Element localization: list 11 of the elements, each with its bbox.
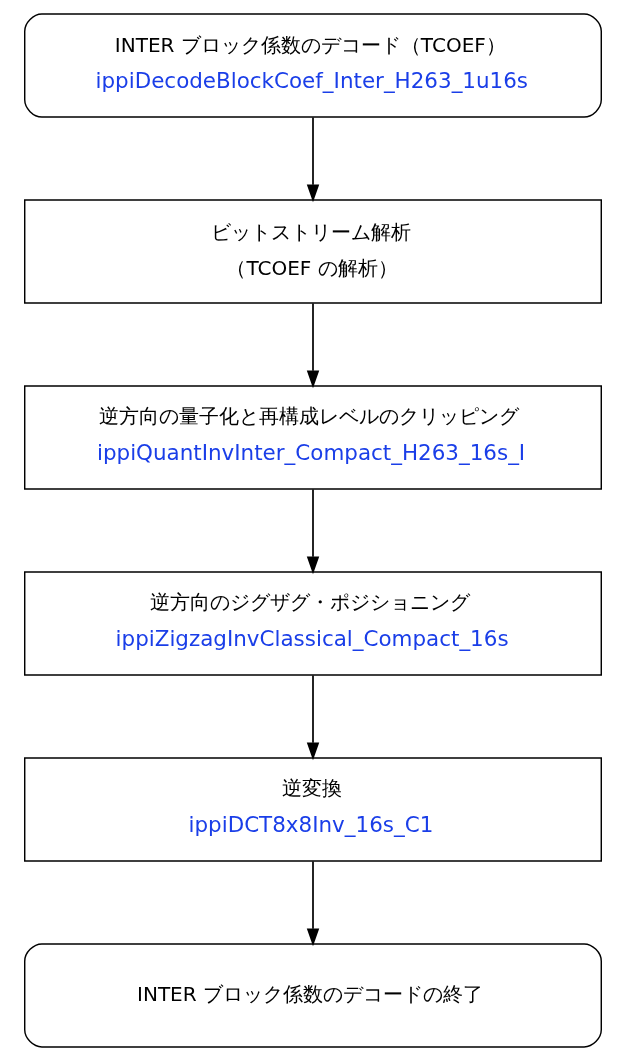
node-box: INTER ブロック係数のデコード（TCOEF） ippiDecodeBlockCoef_Inter_H263_1u16s [23, 13, 602, 118]
node-box: ビットストリーム解析 （TCOEF の解析） [23, 199, 602, 304]
arrow [306, 860, 319, 947]
node-box: 逆変換 ippiDCT8x8Inv_16s_C1 [23, 757, 602, 862]
arrow [306, 488, 319, 575]
node-box: INTER ブロック係数のデコードの終了 [23, 943, 602, 1048]
arrow [306, 302, 319, 389]
node-box: 逆方向の量子化と再構成レベルのクリッピング ippiQuantInvInter_Compact_H263_16s_I [23, 385, 602, 490]
arrow [306, 674, 319, 761]
node-box: 逆方向のジグザグ・ポジショニング ippiZigzagInvClassical_Compact_16s [23, 571, 602, 676]
arrow [306, 116, 319, 203]
